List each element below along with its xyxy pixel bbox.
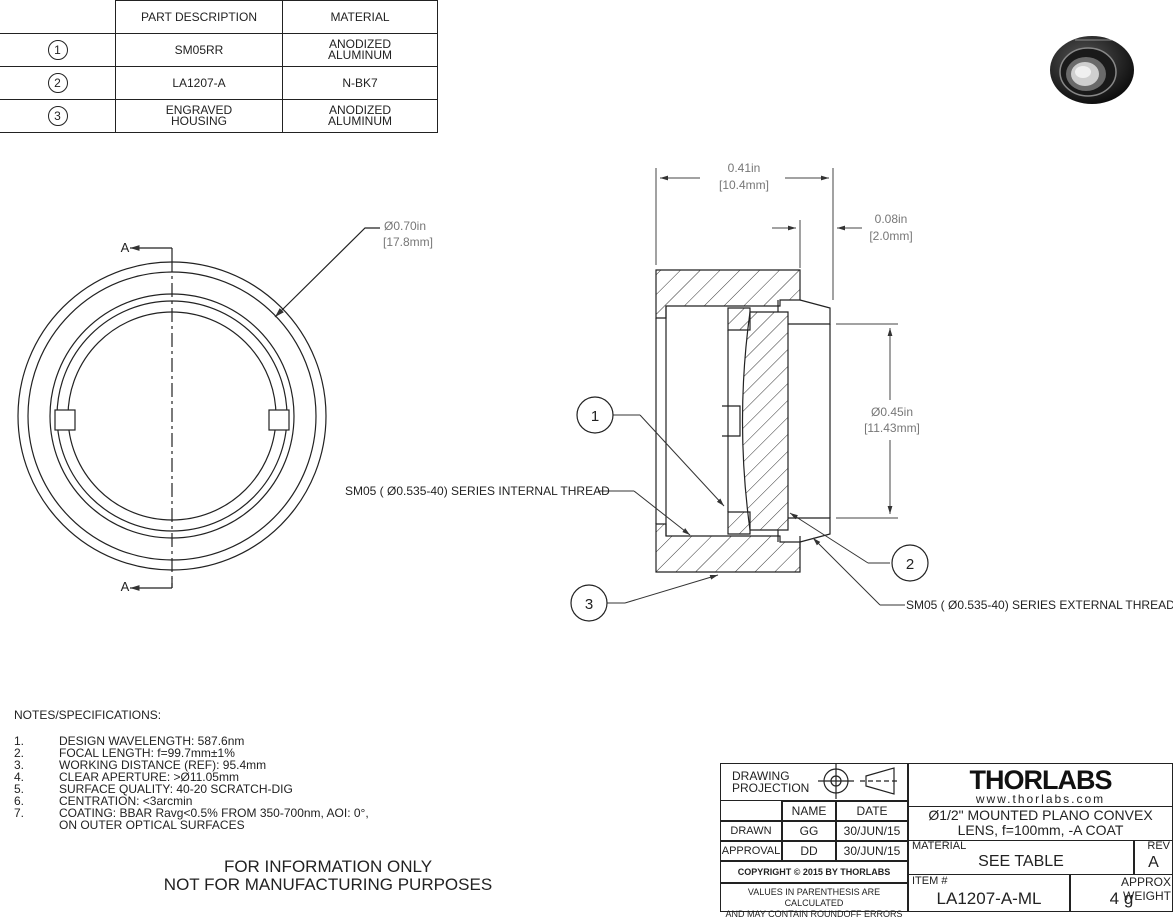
balloon-3: [570, 584, 608, 622]
item-number: 1: [47, 40, 68, 60]
website: www.thorlabs.com: [975, 792, 1106, 806]
section-label-bottom: A: [121, 579, 130, 594]
material-label: MATERIAL: [912, 840, 967, 852]
weight-label: APPROX WEIGHT: [1120, 875, 1171, 903]
dim-aperture-in: Ø0.45in: [871, 405, 913, 419]
balloon-1: [576, 396, 614, 434]
part-description: ENGRAVED HOUSING: [115, 99, 283, 133]
approval-date: 30/JUN/15: [836, 841, 908, 861]
table-row: 1 SM05RR ANODIZED ALUMINUM: [0, 33, 438, 67]
thorlabs-logo: THORLABS: [969, 765, 1113, 795]
section-label-top: A: [121, 240, 130, 255]
material-value: SEE TABLE: [978, 853, 1064, 870]
dimension-lines: [655, 168, 898, 519]
table-row: 2 LA1207-A N-BK7: [0, 66, 438, 100]
front-view: [17, 227, 380, 591]
dim-thread-in: 0.08in: [875, 212, 908, 226]
list-item: 7.COATING: BBAR Ravg<0.5% FROM 350-700nm…: [14, 806, 369, 832]
parts-table: PART DESCRIPTION MATERIAL 1 SM05RR ANODI…: [0, 0, 438, 133]
balloon-3-label: 3: [585, 596, 593, 613]
table-row: 3 ENGRAVED HOUSING ANODIZED ALUMINUM: [0, 99, 438, 133]
title-block: DRAWING PROJECTION NAME DATE DRAWN GG 30…: [720, 763, 1173, 919]
product-photo: [1050, 36, 1134, 104]
info-line-1: FOR INFORMATION ONLY: [223, 857, 433, 876]
leader-lines: [598, 414, 905, 606]
notes-section: NOTES/SPECIFICATIONS: 1.DESIGN WAVELENGT…: [14, 709, 369, 831]
info-line-2: NOT FOR MANUFACTURING PURPOSES: [163, 875, 493, 894]
dim-outer-diameter-in: Ø0.70in: [384, 219, 426, 233]
item-number: 2: [47, 73, 68, 93]
projection-symbol-icon: [818, 763, 900, 799]
part-material: ANODIZED ALUMINUM: [282, 99, 438, 133]
callout-internal-thread: SM05 ( Ø0.535-40) SERIES INTERNAL THREAD: [345, 484, 610, 498]
list-item: 1.DESIGN WAVELENGTH: 587.6nm: [14, 734, 245, 748]
dim-outer-diameter-mm: [17.8mm]: [383, 235, 433, 249]
dim-length-mm: [10.4mm]: [719, 178, 769, 192]
part-description: LA1207-A: [115, 66, 283, 100]
part-material: ANODIZED ALUMINUM: [282, 33, 438, 67]
section-view: [655, 269, 831, 573]
date-header: DATE: [836, 801, 908, 821]
list-item: 4.CLEAR APERTURE: >Ø11.05mm: [14, 770, 239, 784]
balloons: [570, 396, 929, 622]
balloon-2: [891, 544, 929, 582]
item-number: 3: [47, 106, 68, 126]
drawing-title: Ø1/2" MOUNTED PLANO CONVEX LENS, f=100mm…: [928, 807, 1153, 838]
list-item: 5.SURFACE QUALITY: 40-20 SCRATCH-DIG: [14, 782, 293, 796]
dim-thread-mm: [2.0mm]: [869, 229, 912, 243]
callout-external-thread: SM05 ( Ø0.535-40) SERIES EXTERNAL THREAD: [906, 598, 1173, 612]
notes-title: NOTES/SPECIFICATIONS:: [14, 708, 162, 722]
balloon-2-label: 2: [906, 556, 914, 573]
list-item: 6.CENTRATION: <3arcmin: [14, 794, 193, 808]
drawn-name: GG: [782, 821, 836, 841]
list-item: 2.FOCAL LENGTH: f=99.7mm±1%: [14, 746, 235, 760]
copyright: COPYRIGHT © 2015 BY THORLABS: [720, 861, 908, 883]
drawing-projection-label: DRAWING PROJECTION: [732, 769, 810, 795]
drawn-label: DRAWN: [720, 821, 782, 841]
rev-value: A: [1148, 854, 1159, 871]
list-item: 3.WORKING DISTANCE (REF): 95.4mm: [14, 758, 267, 772]
parts-header-material: MATERIAL: [282, 0, 438, 34]
dim-length-in: 0.41in: [728, 161, 761, 175]
item-value: LA1207-A-ML: [936, 889, 1042, 908]
values-note: VALUES IN PARENTHESIS ARE CALCULATED AND…: [720, 883, 908, 919]
approval-label: APPROVAL: [720, 841, 782, 861]
balloon-1-label: 1: [591, 408, 599, 425]
information-notice: FOR INFORMATION ONLY NOT FOR MANUFACTURI…: [118, 858, 538, 894]
weight-value: 4 g: [1109, 889, 1134, 908]
part-description: SM05RR: [115, 33, 283, 67]
item-label: ITEM #: [912, 875, 948, 887]
drawn-date: 30/JUN/15: [836, 821, 908, 841]
approval-name: DD: [782, 841, 836, 861]
rev-label: REV: [1147, 840, 1170, 852]
name-header: NAME: [782, 801, 836, 821]
dim-aperture-mm: [11.43mm]: [864, 421, 920, 435]
